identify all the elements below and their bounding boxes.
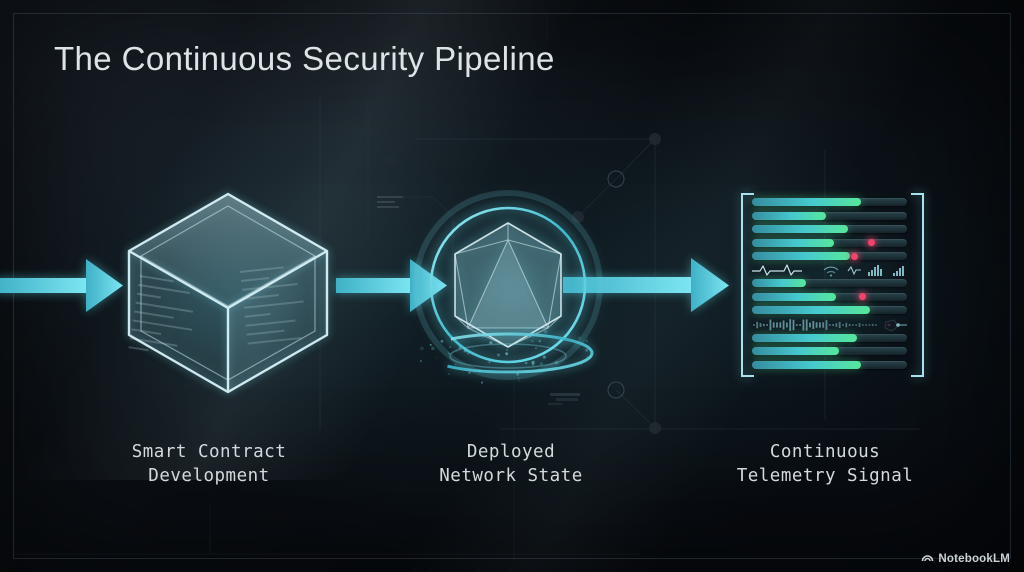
wifi-icon: [823, 266, 839, 277]
stage-label-continuous-telemetry-signal: Continuous Telemetry Signal: [736, 442, 914, 486]
alert-dot-icon: [868, 239, 876, 247]
telemetry-bar-row: [752, 345, 907, 358]
panel-brackets-icon: [741, 193, 924, 377]
telemetry-bar-fill: [752, 279, 807, 288]
telemetry-bar-row: [752, 332, 907, 345]
code-lines: [240, 266, 304, 345]
telemetry-bar-fill: [752, 333, 858, 342]
telemetry-bar-fill: [752, 360, 861, 369]
alert-dot-icon: [851, 252, 859, 260]
data-particles: [420, 330, 589, 384]
arrow-into-cube-icon: [0, 259, 123, 312]
telemetry-bar-fill: [752, 198, 861, 206]
audio-waveform-icon: [753, 319, 877, 331]
telemetry-bar-fill: [752, 211, 827, 220]
watermark-text: NotebookLM: [938, 552, 1010, 565]
notebooklm-logo-icon: [922, 555, 934, 562]
telemetry-bar-track: [752, 211, 907, 220]
stage-label-smart-contract-development: Smart Contract Development: [131, 442, 287, 486]
alert-dot-icon: [859, 293, 867, 301]
watermark: NotebookLM: [921, 552, 1010, 565]
telemetry-bar-row: [752, 277, 907, 290]
telemetry-bar-row: [752, 223, 907, 236]
telemetry-bar-row: [752, 291, 907, 304]
stage-label-deployed-network-state: Deployed Network State: [439, 442, 583, 486]
telemetry-bar-fill: [752, 225, 849, 234]
telemetry-bar-row: [752, 359, 907, 372]
telemetry-waveform-row: [752, 318, 907, 332]
telemetry-bar-row: [752, 237, 907, 250]
page-title: The Continuous Security Pipeline: [54, 40, 555, 77]
mic-blob-icon: [884, 319, 899, 332]
telemetry-bar-row: [752, 304, 907, 317]
meter-line-icon: [896, 323, 907, 327]
telemetry-bar-row: [752, 196, 907, 209]
telemetry-bar-fill: [752, 292, 836, 301]
telemetry-bar-fill: [752, 347, 839, 356]
telemetry-panel-icon: [740, 192, 925, 378]
telemetry-sensor-row: [752, 264, 907, 277]
telemetry-bar-fill: [752, 252, 850, 261]
telemetry-bar-fill: [752, 238, 835, 247]
code-lines: [128, 275, 194, 352]
telemetry-bar-row: [752, 210, 907, 223]
hud-dashes: [377, 196, 580, 405]
equalizer-bars-icon: [893, 265, 904, 276]
smart-contract-cube-icon: [110, 175, 350, 415]
network-state-polyhedron-icon: [400, 170, 620, 420]
telemetry-bar-row: [752, 250, 907, 263]
ekg-heartbeat-icon: [752, 264, 802, 276]
mini-pulse-icon: [847, 265, 861, 276]
telemetry-bar-track: [752, 279, 907, 288]
equalizer-bars-icon: [868, 264, 882, 276]
telemetry-bar-fill: [752, 306, 870, 315]
